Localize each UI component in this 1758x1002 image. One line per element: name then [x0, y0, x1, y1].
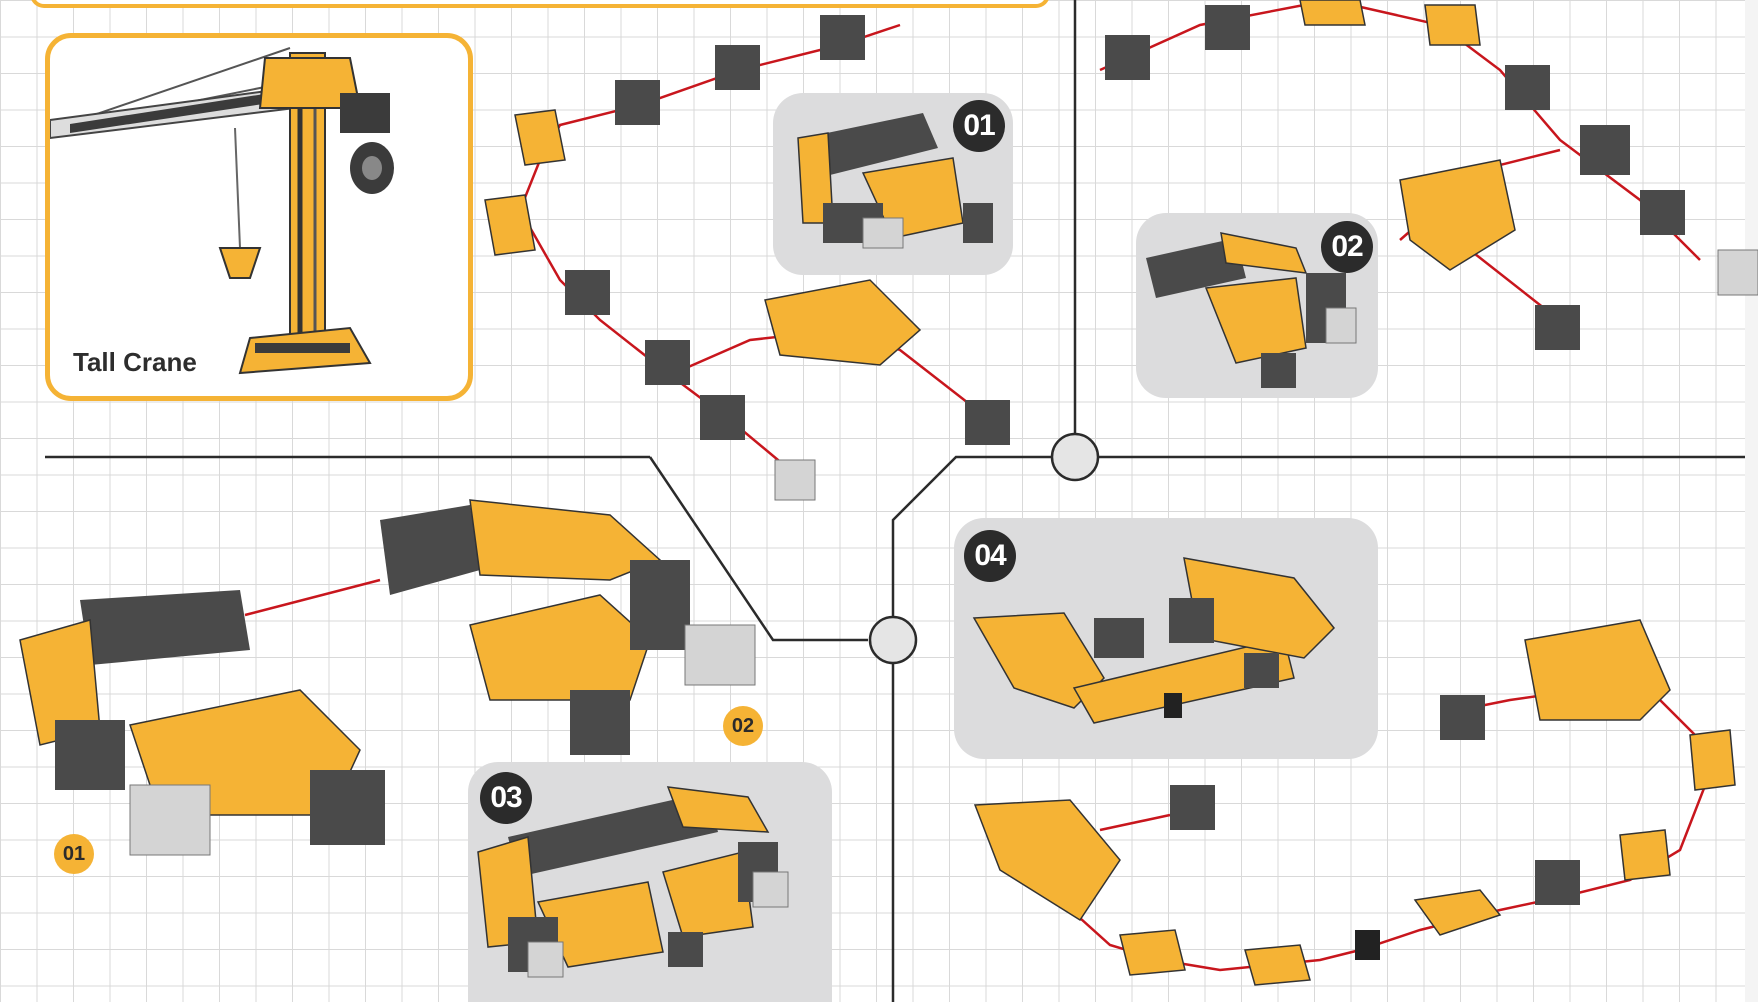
step4-panel: 04 — [954, 518, 1378, 759]
step2-panel: 02 — [1136, 213, 1378, 398]
step-badge-02: 02 — [1321, 221, 1373, 273]
step1-panel: 01 — [773, 93, 1013, 275]
crane-card: Tall Crane — [45, 33, 473, 401]
hub-circle-top — [1050, 432, 1100, 482]
hub-circle-bottom — [868, 615, 918, 665]
sub-badge-02: 02 — [723, 706, 763, 746]
crane-illustration — [50, 47, 394, 375]
sub-badge-01: 01 — [54, 834, 94, 874]
step3-panel: 03 — [468, 762, 832, 1002]
step-badge-04: 04 — [964, 530, 1016, 582]
step-badge-03: 03 — [480, 772, 532, 824]
step-badge-01: 01 — [953, 100, 1005, 152]
crane-title: Tall Crane — [73, 347, 197, 377]
